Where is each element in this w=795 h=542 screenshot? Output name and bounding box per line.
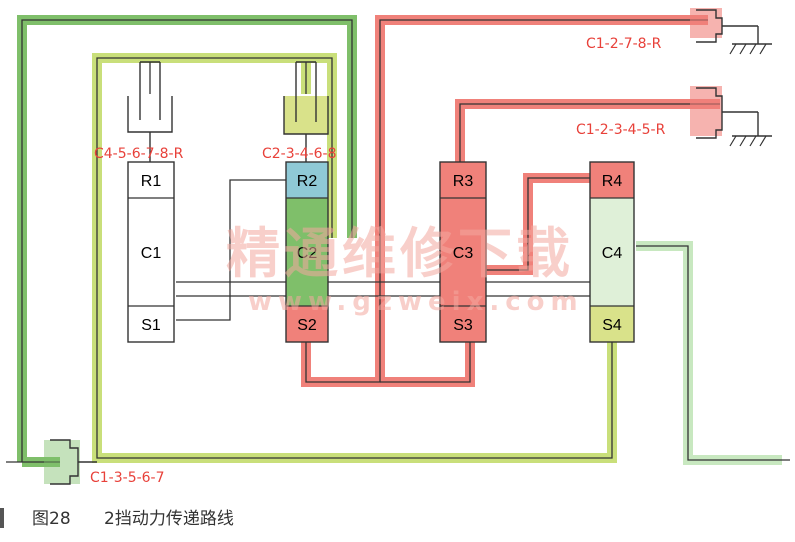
- carrier-c2-label: C2: [297, 245, 318, 262]
- carrier-c4-label: C4: [602, 245, 623, 262]
- brake-b2-label: C1-2-3-4-5-R: [576, 122, 666, 138]
- brake-b1-label: C1-2-7-8-R: [586, 36, 662, 52]
- figure-number: 图28: [32, 509, 71, 529]
- planetary-set-2: R2 C2 S2: [285, 161, 329, 343]
- sun-s3-label: S3: [453, 317, 473, 334]
- clutch-c1-3: C1-3-5-6-7: [44, 439, 165, 486]
- ring-r3-label: R3: [453, 173, 474, 190]
- clutch-c2-label: C2-3-4-6-8: [262, 146, 337, 162]
- sun-s4-label: S4: [602, 317, 622, 334]
- clutch-c4: C4-5-6-7-8-R: [94, 61, 184, 162]
- ring-r4-label: R4: [602, 173, 623, 190]
- figure-title: 2挡动力传递路线: [104, 509, 234, 529]
- mechanical-lines: [6, 19, 790, 463]
- brake-b1: C1-2-7-8-R: [586, 8, 772, 55]
- planetary-set-4: R4 C4 S4: [589, 161, 635, 343]
- watermark-url: www.gzweix.com: [248, 287, 584, 317]
- light-green-path: [636, 241, 782, 465]
- clutch-c1-3-label: C1-3-5-6-7: [90, 470, 165, 486]
- ring-r1-label: R1: [141, 173, 162, 190]
- brake-b2: C1-2-3-4-5-R: [576, 86, 772, 147]
- clutch-c4-label: C4-5-6-7-8-R: [94, 146, 184, 162]
- sun-s1-label: S1: [141, 317, 161, 334]
- caption-marker: [0, 508, 4, 528]
- watermark: 精通维修下载 www.gzweix.com: [226, 222, 584, 317]
- clutch-c2: C2-3-4-6-8: [262, 61, 337, 162]
- red-path: [301, 15, 720, 387]
- planetary-set-1: R1 C1 S1: [127, 161, 175, 343]
- planetary-set-3: R3 C3 S3: [439, 161, 487, 343]
- sun-s2-label: S2: [297, 317, 317, 334]
- carrier-c1-label: C1: [141, 245, 162, 262]
- ring-r2-label: R2: [297, 173, 318, 190]
- watermark-text: 精通维修下载: [226, 222, 574, 285]
- carrier-c3-label: C3: [453, 245, 474, 262]
